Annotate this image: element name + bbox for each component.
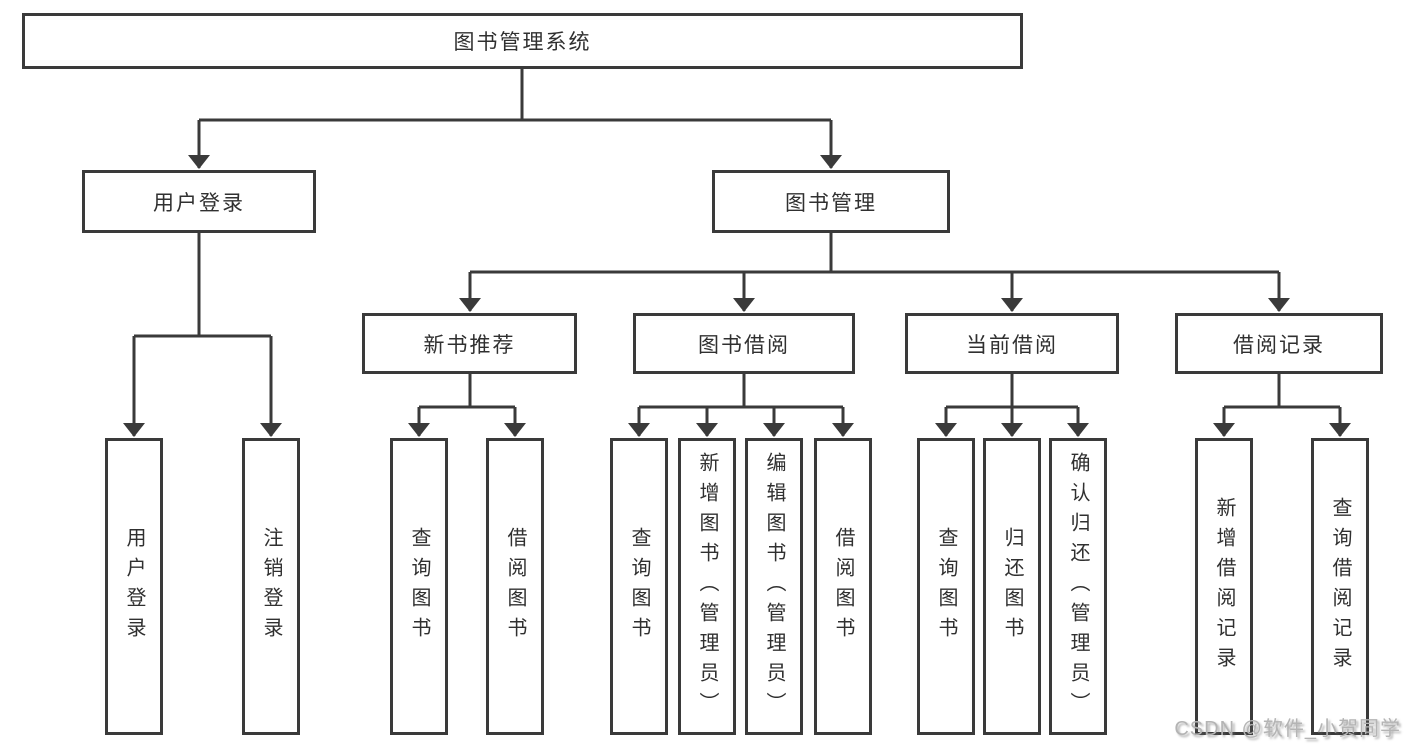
node-user-login: 用户登录 [82,170,316,233]
leaf-current-query-books: 查询图书 [917,438,975,735]
node-user-login-label: 用户登录 [153,191,245,215]
leaf-confirm-return-admin: 确认归还（管理员） [1049,438,1107,735]
leaf-add-books-admin: 新增图书（管理员） [678,438,736,735]
leaf-logout: 注销登录 [242,438,300,735]
leaf-rec-query-books-label: 查询图书 [408,526,430,647]
leaf-query-borrow-record-label: 查询借阅记录 [1329,496,1351,677]
node-book-mgmt-label: 图书管理 [785,191,877,215]
leaf-borrow-books-label: 借阅图书 [832,526,854,647]
leaf-add-borrow-record: 新增借阅记录 [1195,438,1253,735]
leaf-logout-label: 注销登录 [260,526,282,647]
node-current-borrow-label: 当前借阅 [966,333,1058,357]
leaf-borrow-query-books: 查询图书 [610,438,668,735]
node-current-borrow: 当前借阅 [905,313,1119,374]
node-borrow-records-label: 借阅记录 [1233,333,1325,357]
leaf-borrow-query-books-label: 查询图书 [628,526,650,647]
node-borrow-records: 借阅记录 [1175,313,1383,374]
node-book-mgmt: 图书管理 [712,170,950,233]
node-root-label: 图书管理系统 [453,31,592,54]
connector-lines [134,69,1340,409]
watermark: CSDN @软件_小贺同学 [1174,718,1401,740]
leaf-rec-borrow-books: 借阅图书 [486,438,544,735]
node-root: 图书管理系统 [22,13,1023,69]
leaf-borrow-books: 借阅图书 [814,438,872,735]
leaf-confirm-return-admin-label: 确认归还（管理员） [1067,451,1089,722]
leaf-return-books-label: 归还图书 [1001,526,1023,647]
leaf-current-query-books-label: 查询图书 [935,526,957,647]
leaf-add-borrow-record-label: 新增借阅记录 [1213,496,1235,677]
leaf-query-borrow-record: 查询借阅记录 [1311,438,1369,735]
node-new-book-rec: 新书推荐 [362,313,577,374]
leaf-edit-books-admin-label: 编辑图书（管理员） [763,451,785,722]
leaf-return-books: 归还图书 [983,438,1041,735]
node-book-borrow-label: 图书借阅 [698,333,790,357]
leaf-rec-query-books: 查询图书 [390,438,448,735]
leaf-user-login: 用户登录 [105,438,163,735]
leaf-edit-books-admin: 编辑图书（管理员） [745,438,803,735]
leaf-add-books-admin-label: 新增图书（管理员） [696,451,718,722]
leaf-user-login-label: 用户登录 [123,526,145,647]
leaf-rec-borrow-books-label: 借阅图书 [504,526,526,647]
node-book-borrow: 图书借阅 [633,313,855,374]
node-new-book-rec-label: 新书推荐 [423,333,516,357]
